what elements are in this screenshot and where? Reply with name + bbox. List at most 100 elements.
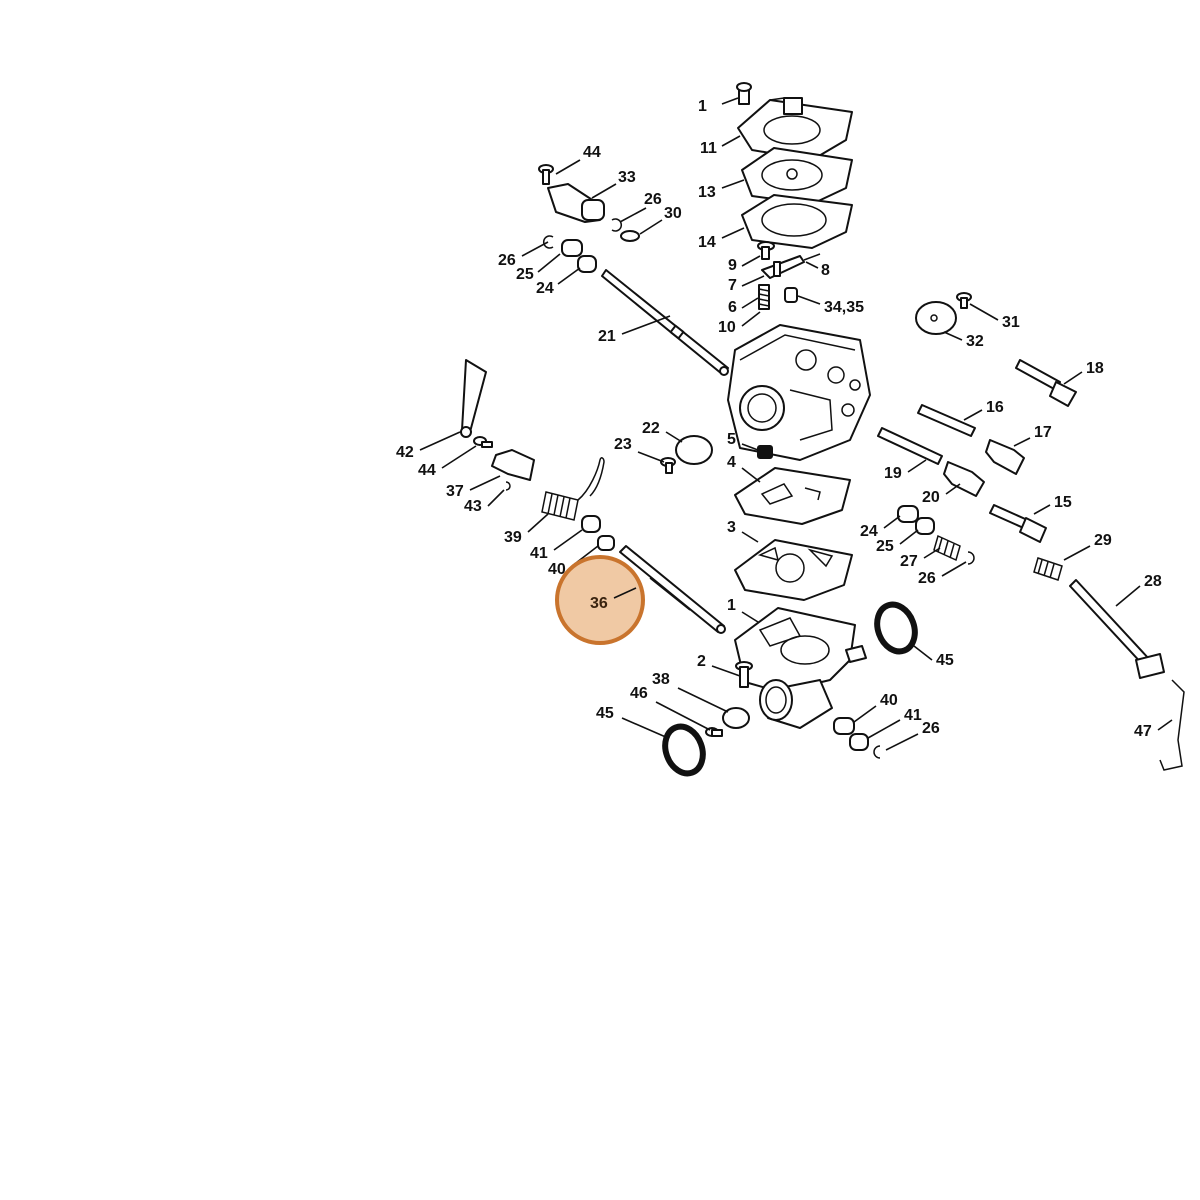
part-20-cap	[943, 461, 985, 497]
callout-44: 44	[418, 445, 477, 479]
callout-26: 26	[619, 191, 662, 223]
callout-6: 6	[728, 297, 759, 316]
callout-label: 45	[936, 652, 954, 669]
callout-leader-line	[899, 529, 919, 545]
part-44-screw-top	[538, 164, 554, 185]
callout-label: 8	[821, 262, 830, 279]
callout-leader-line	[639, 219, 663, 235]
callout-label: 22	[642, 420, 660, 437]
part-43-clip	[505, 481, 511, 491]
callout-leader-line	[963, 409, 983, 421]
callout-label: 43	[464, 498, 482, 515]
callout-leader-line	[527, 513, 549, 533]
callout-leader-line	[885, 733, 919, 751]
part-45-oring-left	[662, 723, 706, 777]
callout-37: 37	[446, 475, 501, 500]
callout-leader-line	[945, 483, 961, 495]
callout-leader-line	[741, 611, 759, 623]
callout-12: 1	[698, 97, 739, 115]
highlight-circle[interactable]	[555, 555, 645, 645]
callout-5: 5	[727, 431, 759, 451]
callout-label: 45	[596, 705, 614, 722]
callout-14: 14	[698, 227, 745, 251]
callout-31: 31	[969, 303, 1020, 331]
callout-44: 44	[555, 144, 601, 175]
callout-28: 28	[1115, 573, 1162, 607]
part-5-filter	[757, 445, 773, 459]
callout-17: 17	[1013, 424, 1052, 447]
callout-label: 25	[876, 538, 894, 555]
callout-leader-line	[621, 717, 669, 739]
part-18-needle	[1015, 359, 1077, 407]
callout-leader-line	[521, 241, 549, 257]
callout-label: 44	[418, 462, 436, 479]
callout-leader-line	[537, 253, 561, 273]
callout-42: 42	[396, 431, 461, 461]
callout-label: 10	[718, 319, 736, 336]
callout-label: 16	[986, 399, 1004, 416]
callout-22: 22	[642, 420, 683, 443]
part-45-oring-right	[874, 601, 918, 655]
callout-30: 30	[639, 205, 682, 235]
callout-21: 21	[598, 315, 671, 345]
part-40-bushing	[597, 535, 615, 551]
part-41-bushing	[581, 515, 601, 533]
part-4-gasket	[734, 467, 851, 525]
callout-label: 31	[1002, 314, 1020, 331]
callout-46: 46	[630, 685, 711, 731]
callout-18: 18	[1063, 360, 1104, 385]
callout-leader-line	[721, 227, 745, 239]
callout-label: 11	[700, 140, 717, 157]
callout-leader-line	[637, 451, 665, 463]
callout-43: 43	[464, 489, 505, 515]
callout-leader-line	[969, 303, 999, 321]
callout-29: 29	[1063, 532, 1112, 561]
part-44-screw-left	[473, 436, 493, 448]
part-6-spring	[758, 284, 770, 310]
callout-leader-line	[591, 183, 617, 199]
callout-label: 27	[900, 553, 918, 570]
carburetor-body-upper	[727, 324, 871, 461]
part-25-24-bushings-top	[543, 235, 597, 273]
part-13-diaphragm	[741, 147, 853, 205]
part-16-needle	[917, 404, 976, 437]
callout-label: 17	[1034, 424, 1052, 441]
callout-label: 5	[727, 431, 736, 448]
callout-leader-line	[741, 275, 765, 287]
part-14-gasket	[741, 194, 853, 249]
callout-15: 15	[1033, 494, 1072, 515]
callout-24: 24	[536, 267, 581, 297]
callout-label: 46	[630, 685, 648, 702]
part-7-pin	[773, 261, 781, 277]
callout-19: 19	[884, 459, 927, 482]
part-38-plate	[722, 707, 750, 729]
callout-4: 4	[727, 454, 761, 483]
callout-label: 4	[727, 454, 736, 471]
callout-label: 21	[598, 328, 616, 345]
callout-label: 40	[880, 692, 898, 709]
highlight-label: 36	[590, 595, 608, 612]
callout-leader-line	[721, 179, 745, 189]
callout-leader-line	[741, 467, 761, 483]
callout-20: 20	[922, 483, 961, 506]
callout-12-label: 1	[698, 98, 707, 115]
callout-leader-line	[741, 531, 759, 543]
highlight-marker-36[interactable]: 36	[555, 555, 645, 645]
callout-47: 47	[1134, 719, 1173, 740]
callout-label: 29	[1094, 532, 1112, 549]
callout-label: 24	[536, 280, 554, 297]
parts-artwork	[460, 82, 1185, 777]
callout-label: 18	[1086, 360, 1104, 377]
part-41-bushing-bottom	[849, 733, 869, 751]
part-47-rod	[1159, 679, 1185, 771]
callout-leader-line	[1063, 371, 1083, 385]
part-26-30-clips-top	[611, 218, 640, 242]
callout-label: 9	[728, 257, 737, 274]
callouts: 1 12345678910111314151617181920212223242…	[396, 97, 1173, 751]
part-22-plate	[675, 435, 713, 465]
callout-leader-line	[553, 529, 583, 551]
callout-label: 26	[498, 252, 516, 269]
callout-leader-line	[469, 475, 501, 491]
callout-label: 34,35	[824, 299, 864, 316]
part-42-lever	[460, 359, 487, 438]
